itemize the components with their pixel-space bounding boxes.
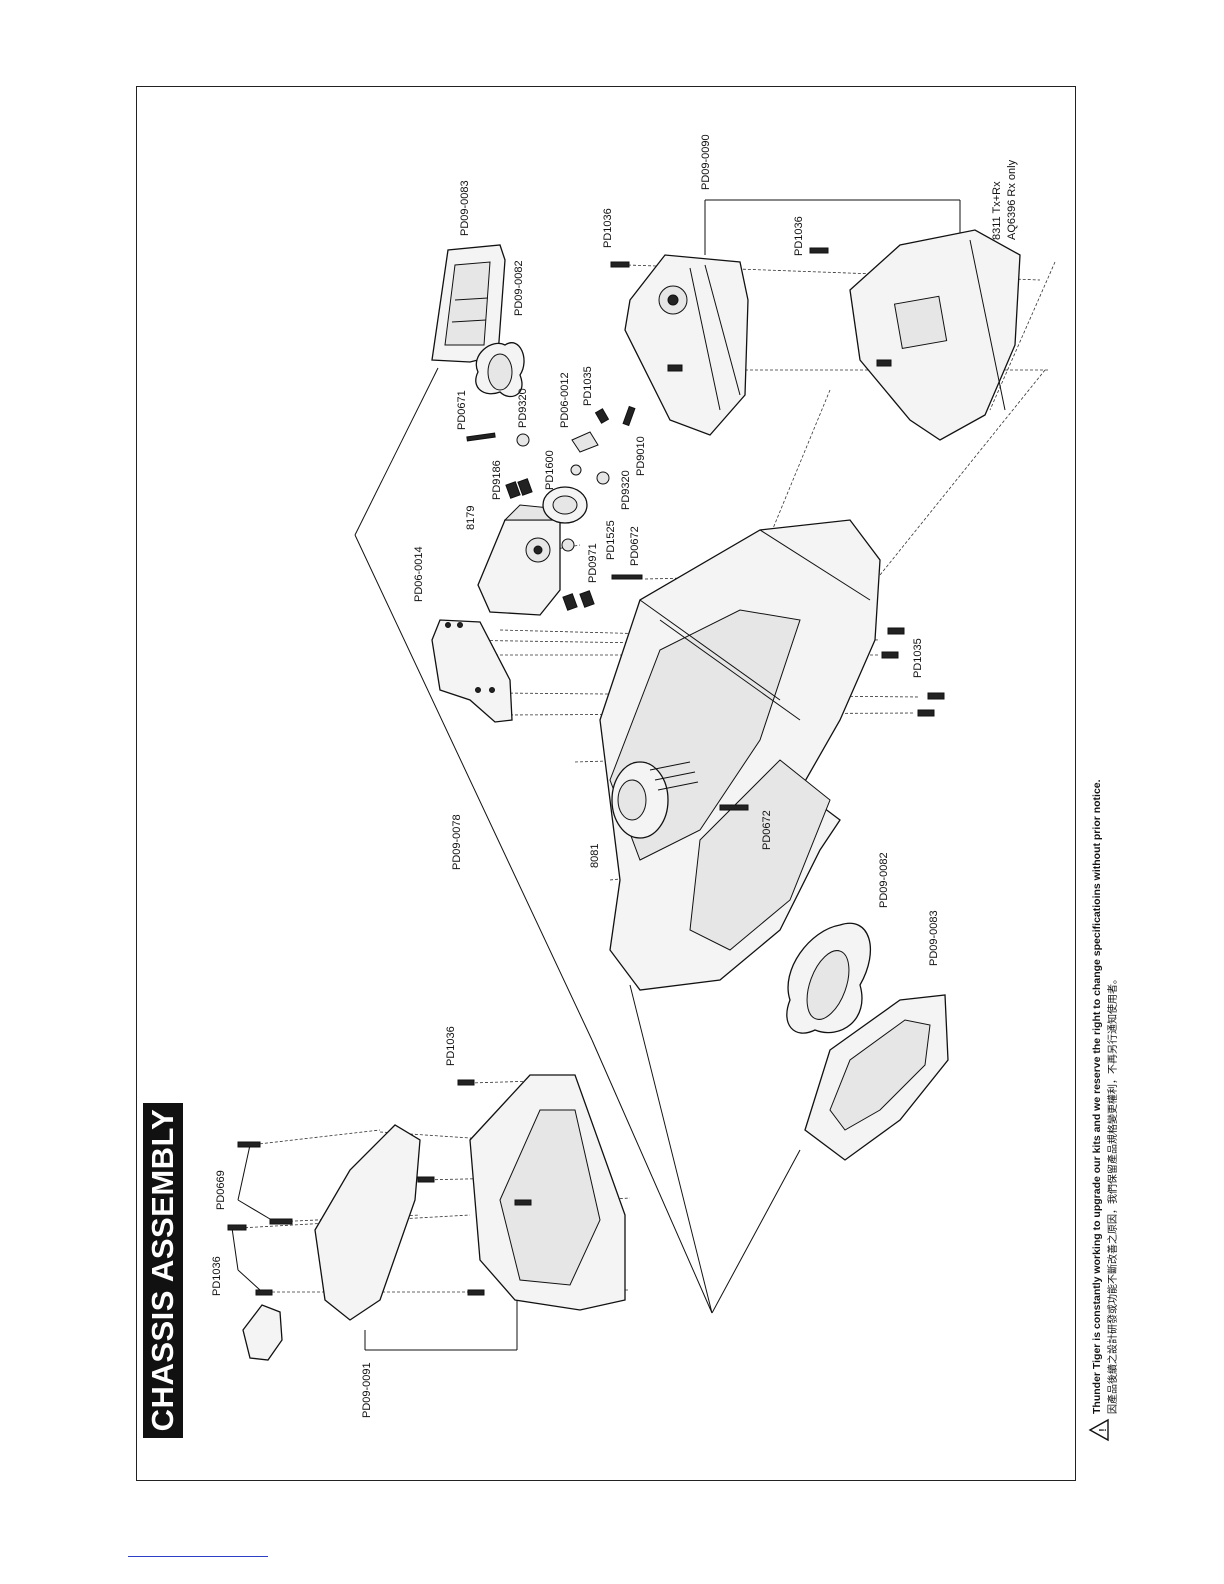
- label-pd1525: PD1525: [605, 520, 617, 560]
- label-pd0672-a: PD0672: [629, 526, 641, 566]
- label-tx-rx: 8311 Tx+Rx: [991, 181, 1003, 240]
- svg-text:!: !: [1098, 1428, 1109, 1431]
- label-rx-only: AQ6396 Rx only: [1006, 159, 1018, 240]
- leader-lines: [231, 199, 961, 1351]
- servo-saver: [542, 486, 588, 524]
- label-pd06-0014: PD06-0014: [413, 546, 425, 602]
- servo-mount: [431, 619, 513, 723]
- rear-cover: [624, 254, 749, 436]
- label-pd09-0078: PD09-0078: [451, 814, 463, 870]
- label-pd09-0082-top: PD09-0082: [513, 260, 525, 316]
- label-pd09-0090: PD09-0090: [700, 134, 712, 190]
- front-bulkhead: [314, 1074, 626, 1321]
- notice-english: Thunder Tiger is constantly working to u…: [1091, 779, 1103, 1414]
- front-cap: [242, 1304, 283, 1361]
- notice-chinese: 因產品後續之設計研發或功能不斷改善之原因，我們保留產品規格變更權利，不再另行通知…: [1106, 974, 1119, 1414]
- part-labels: PD09-0083 PD09-0082 PD0671 PD9320 PD06-0…: [211, 134, 1018, 1418]
- label-pd1600: PD1600: [544, 450, 556, 490]
- label-8179: 8179: [465, 506, 477, 530]
- label-pd06-0012: PD06-0012: [559, 372, 571, 428]
- notice: ! Thunder Tiger is constantly working to…: [1088, 779, 1119, 1442]
- footer-underline: [128, 1556, 268, 1557]
- label-pd0672-b: PD0672: [761, 810, 773, 850]
- label-pd09-0091: PD09-0091: [361, 1362, 373, 1418]
- page-title: CHASSIS ASSEMBLY: [145, 1108, 180, 1432]
- label-pd09-0082-bot: PD09-0082: [878, 852, 890, 908]
- battery-cover-top: [431, 244, 506, 363]
- main-chassis: [599, 519, 881, 991]
- label-pd09-0083-top: PD09-0083: [459, 180, 471, 236]
- label-pd0669: PD0669: [215, 1170, 227, 1210]
- label-pd09-0083-bot: PD09-0083: [928, 910, 940, 966]
- label-pd1035-b: PD1035: [912, 638, 924, 678]
- receiver-housing: [849, 229, 1021, 441]
- label-pd1036-left: PD1036: [211, 1256, 223, 1296]
- label-pd9320-a: PD9320: [517, 388, 529, 428]
- bumper-pad-top: [475, 342, 525, 398]
- label-pd9320-b: PD9320: [620, 470, 632, 510]
- label-pd1036-mid: PD1036: [445, 1026, 457, 1066]
- label-pd1036-b: PD1036: [793, 216, 805, 256]
- label-pd1035-a: PD1035: [582, 366, 594, 406]
- warning-triangle-icon: !: [1088, 1418, 1109, 1442]
- label-pd0671: PD0671: [456, 390, 468, 430]
- label-pd9186: PD9186: [491, 460, 503, 500]
- label-pd9010: PD9010: [635, 436, 647, 476]
- label-pd1036-top: PD1036: [602, 208, 614, 248]
- bumper-pad-bottom: [786, 922, 872, 1034]
- screws: [227, 247, 945, 1296]
- label-pd0971: PD0971: [587, 543, 599, 583]
- diagram-frame: [136, 86, 1076, 1481]
- label-8081: 8081: [589, 844, 601, 868]
- battery-cover-bottom: [804, 994, 949, 1161]
- motor: [611, 761, 699, 839]
- title-banner: [143, 1103, 183, 1438]
